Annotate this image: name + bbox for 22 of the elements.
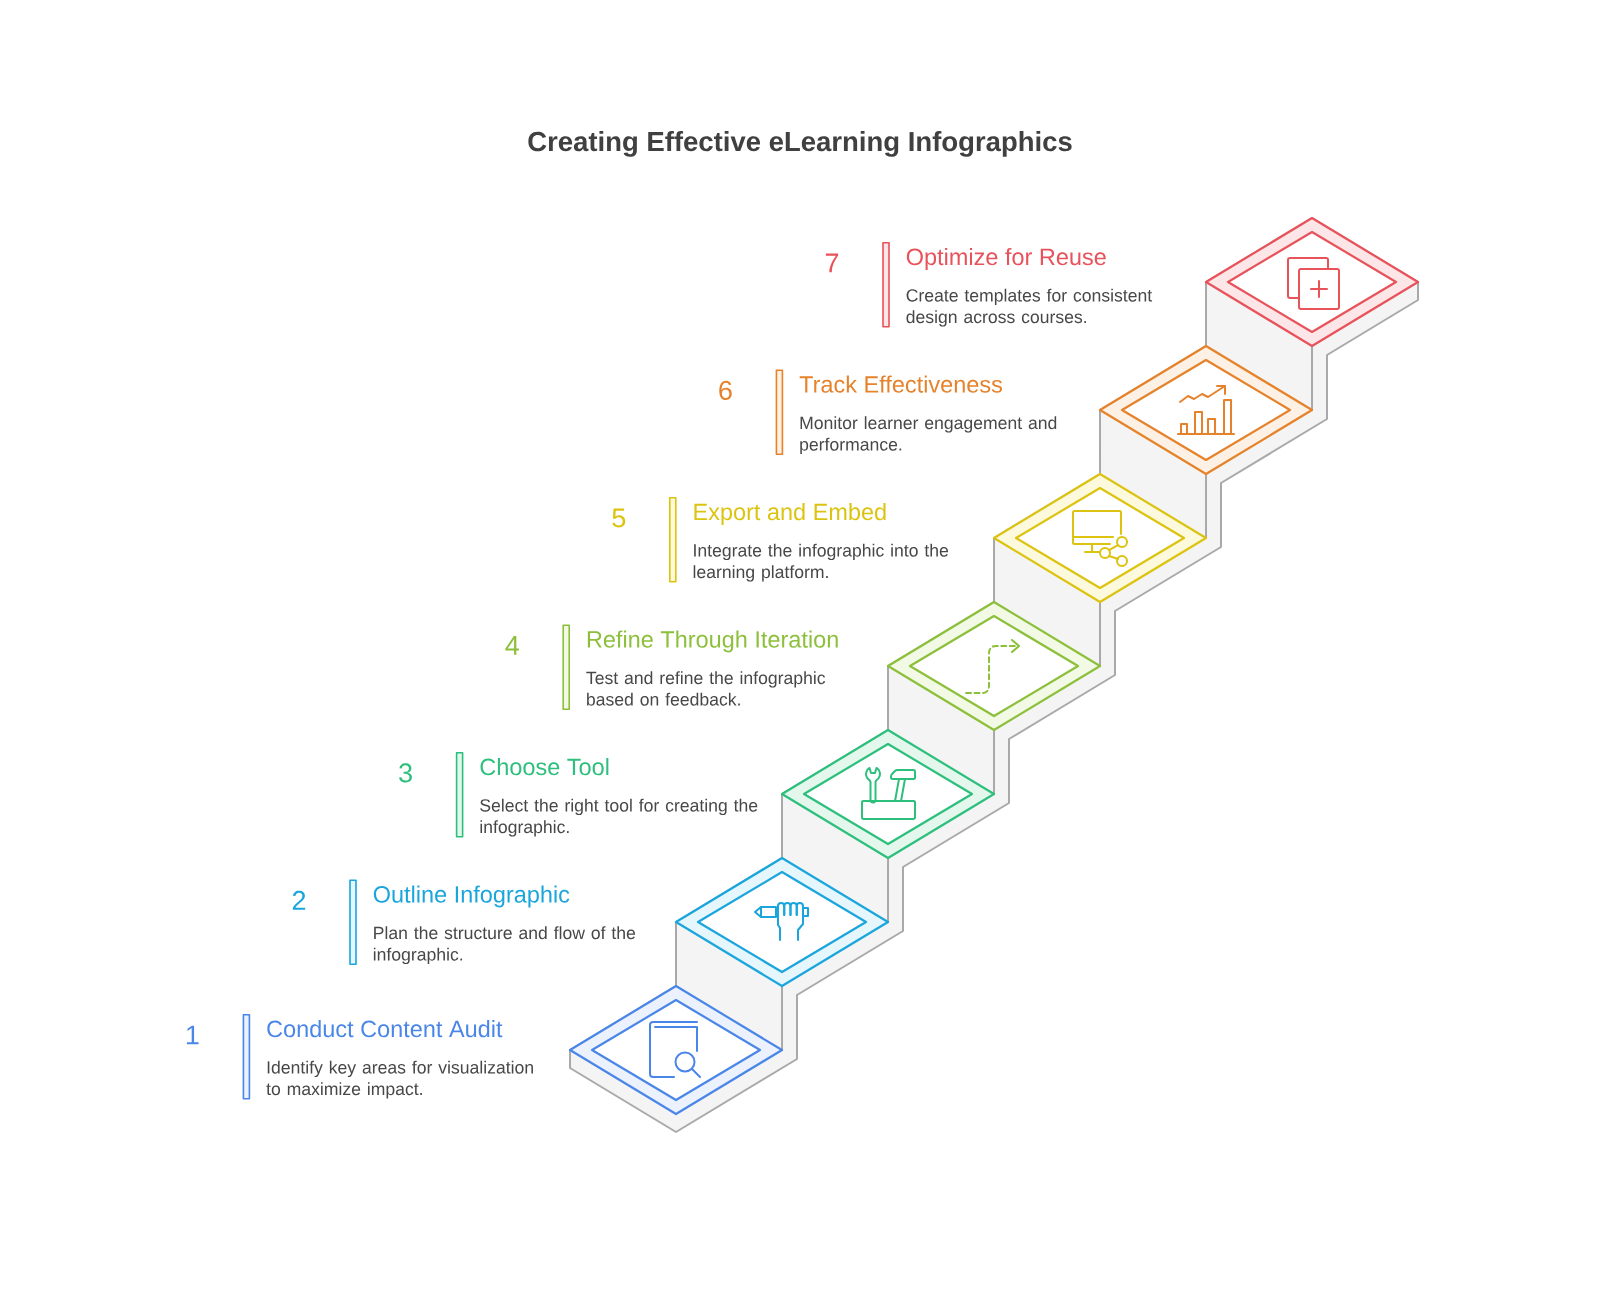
step-number: 1 xyxy=(186,1025,199,1045)
step-number: 2 xyxy=(292,890,306,910)
step-title: Conduct Content Audit xyxy=(267,1020,503,1038)
title: Creating Effective eLearning Infographics xyxy=(528,131,1072,157)
step-number: 7 xyxy=(825,253,839,273)
step-title: Choose Tool xyxy=(480,758,609,776)
step-title: Export and Embed xyxy=(694,503,886,525)
step-title: Refine Through Iteration xyxy=(587,630,838,653)
step-description: Create templates for consistent design across courses. xyxy=(906,288,1153,327)
step-number: 4 xyxy=(505,636,519,655)
step-number: 6 xyxy=(719,380,732,400)
step-description: Integrate the infographic into the learning platform. xyxy=(693,543,949,582)
step-title: Optimize for Reuse xyxy=(906,248,1106,270)
step-description: Plan the structure and flow of the infographic. xyxy=(373,926,636,965)
step-title: Outline Infographic xyxy=(373,885,570,908)
step-description: Identify key areas for visualization to maximize impact. xyxy=(266,1060,533,1099)
step-description: Monitor learner engagement and performance. xyxy=(800,416,1057,455)
step-number: 3 xyxy=(399,763,412,783)
step-description: Test and refine the infographic based on feedback. xyxy=(586,671,826,706)
step-title: Track Effectiveness xyxy=(799,375,1002,393)
step-number: 5 xyxy=(612,508,626,528)
step-description: Select the right tool for creating the infographic. xyxy=(480,798,758,837)
